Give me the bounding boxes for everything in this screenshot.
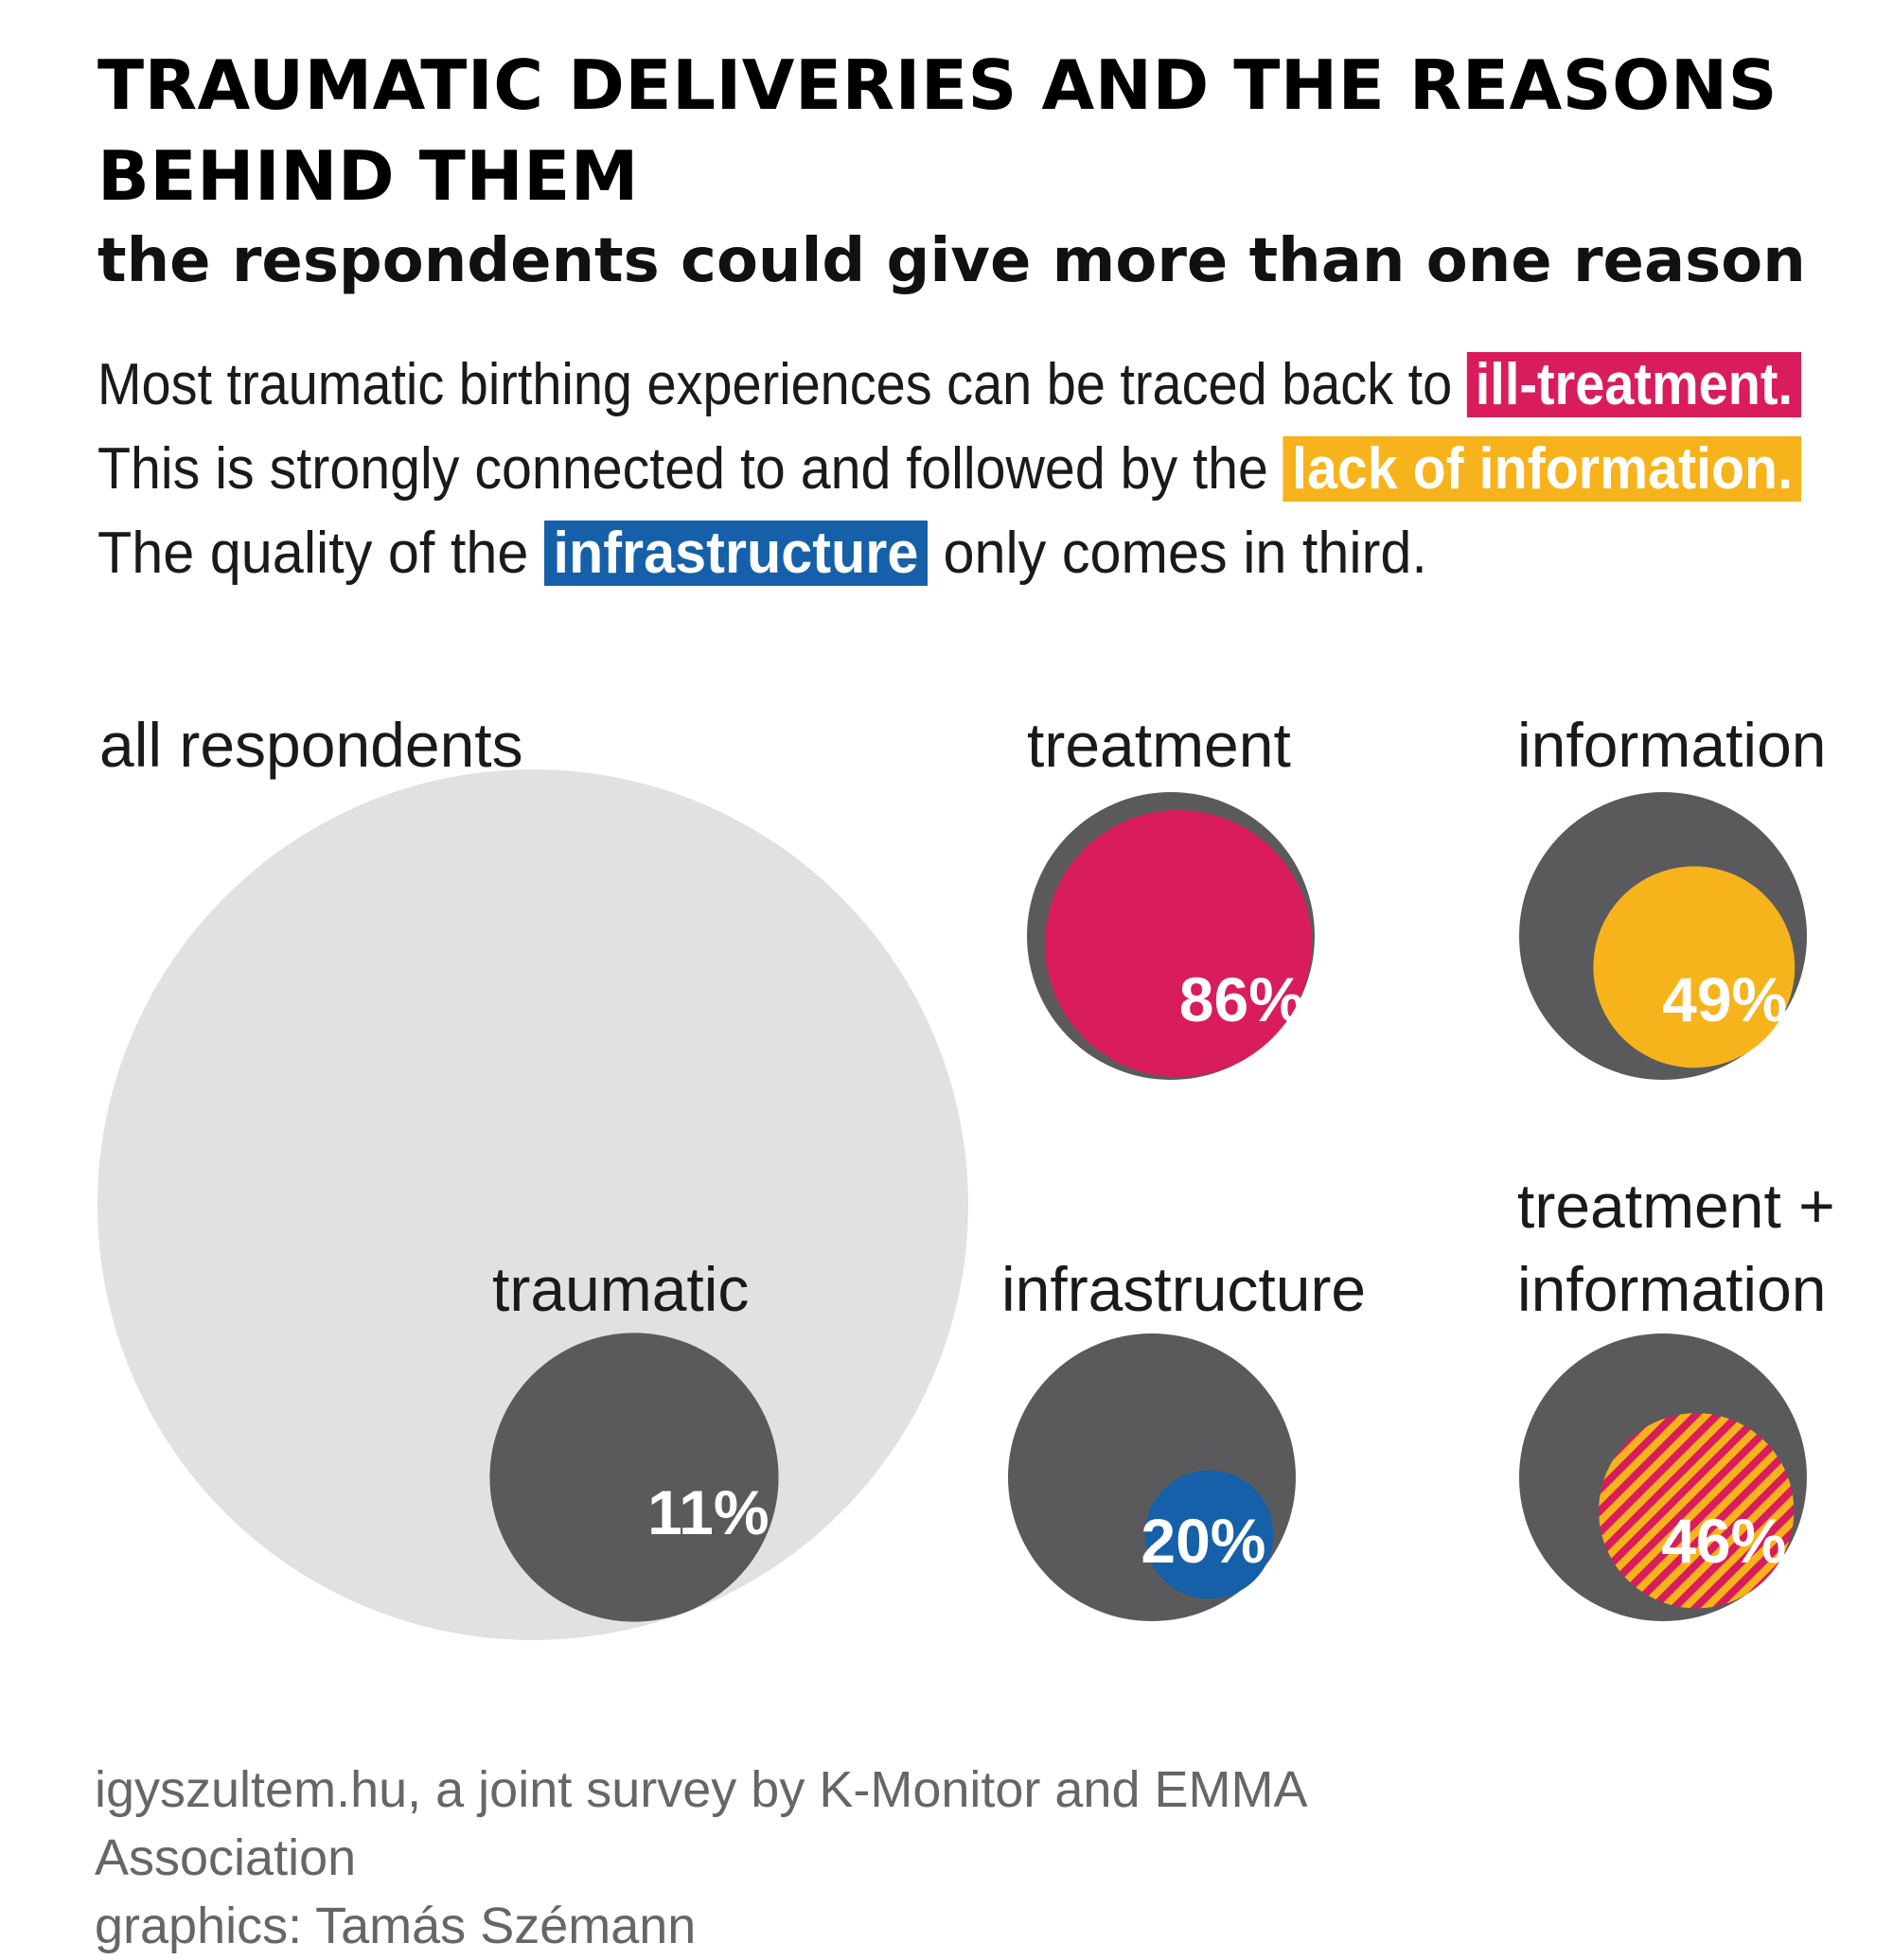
intro-line-3-after: only comes in third.: [927, 521, 1427, 586]
footer: igyszultem.hu, a joint survey by K-Monit…: [95, 1756, 1514, 1960]
treatment-label: treatment: [1027, 710, 1291, 780]
intro-paragraph: Most traumatic birthing experiences can …: [97, 343, 1877, 595]
treatment-information-circle: [1599, 1413, 1795, 1609]
infrastructure-circle: [1144, 1470, 1274, 1599]
traumatic-circle: [489, 1333, 779, 1622]
highlight-infrastructure: infrastructure: [543, 521, 928, 586]
traumatic-label: traumatic: [492, 1254, 749, 1324]
treatment-information-value-label: 46%: [1661, 1506, 1786, 1576]
source-note: igyszultem.hu, a joint survey by K-Monit…: [95, 1761, 1305, 1886]
infrastructure-label: infrastructure: [1001, 1254, 1366, 1324]
intro-line-1-text: Most traumatic birthing experiences can …: [97, 352, 1467, 417]
all-respondents-label: all respondents: [99, 710, 523, 780]
information-label: information: [1517, 710, 1827, 780]
traumatic-value-label: 11%: [647, 1477, 769, 1547]
information-value-label: 49%: [1662, 964, 1787, 1034]
chart-subtitle: the respondents could give more than one…: [97, 226, 1806, 296]
intro-line-1: Most traumatic birthing experiences can …: [97, 343, 1801, 427]
intro-line-3-before: The quality of the: [97, 521, 544, 586]
graphics-credit: graphics: Tamás Szémann: [95, 1898, 697, 1954]
chart-title: TRAUMATIC DELIVERIES AND THE REASONS BEH…: [97, 45, 1778, 216]
information-circle: [1593, 866, 1796, 1068]
treatment-circle: [1044, 809, 1312, 1077]
highlight-ill-treatment: ill-treatment.: [1466, 352, 1801, 417]
treatment-value-label: 86%: [1179, 964, 1304, 1034]
treatment-information-label-line-2: information: [1517, 1254, 1827, 1324]
infrastructure-value-label: 20%: [1141, 1506, 1265, 1576]
intro-line-3: The quality of the infrastructure only c…: [97, 511, 1801, 595]
intro-line-2-text: This is strongly connected to and follow…: [97, 436, 1283, 502]
intro-line-2: This is strongly connected to and follow…: [97, 427, 1802, 511]
highlight-lack-of-information: lack of information.: [1283, 436, 1802, 502]
treatment-information-label-line-1: treatment +: [1517, 1171, 1835, 1241]
